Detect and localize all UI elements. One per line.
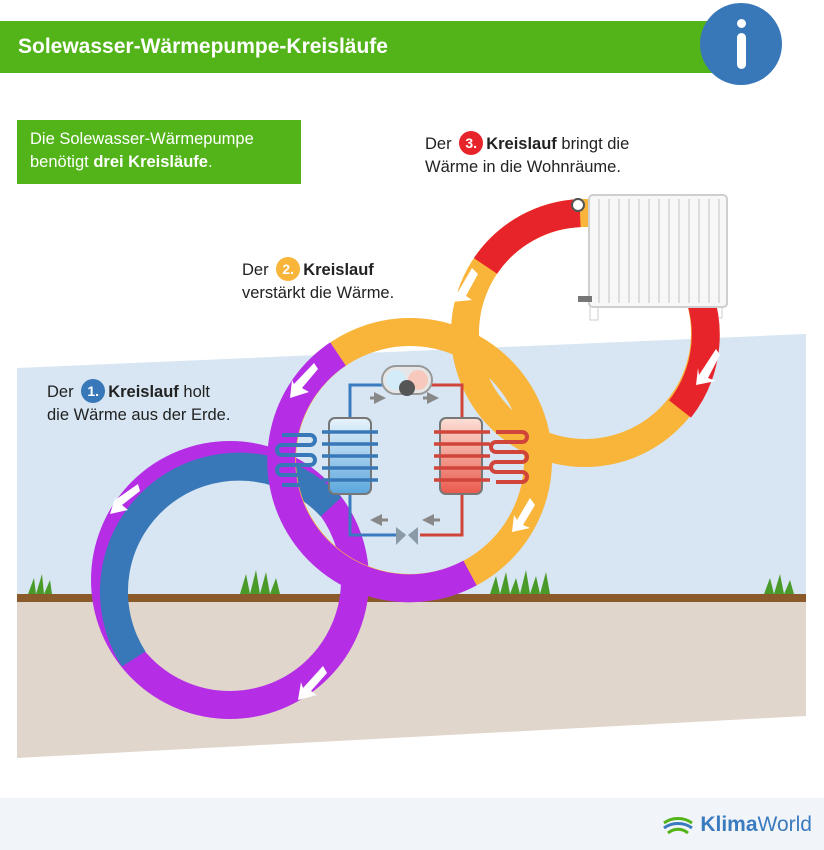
flow-arrows bbox=[110, 268, 720, 700]
caption-3-line2: Wärme in die Wohnräume. bbox=[425, 158, 621, 176]
caption-1-bold: Kreislauf bbox=[108, 383, 179, 401]
circuit-1-badge: 1. bbox=[81, 379, 106, 403]
refrigerant-loop bbox=[348, 383, 464, 537]
evaporator-icon bbox=[275, 417, 378, 495]
caption-2-bold: Kreislauf bbox=[303, 261, 374, 279]
circuit-3-badge: 3. bbox=[459, 131, 484, 155]
compressor-icon bbox=[381, 365, 433, 396]
logo-text: KlimaWorld bbox=[700, 813, 812, 837]
radiator-front bbox=[571, 194, 728, 308]
title-bar: Solewasser-Wärmepumpe-Kreisläufe bbox=[0, 21, 720, 73]
caption-3-pre: Der bbox=[425, 135, 452, 153]
soil-area bbox=[17, 600, 806, 758]
circuit-2-ring bbox=[267, 318, 552, 603]
sky-band bbox=[17, 334, 806, 596]
refrigerant-flow-arrows bbox=[370, 392, 440, 526]
caption-circuit-2: Der 2.Kreislauf verstärkt die Wärme. bbox=[242, 257, 394, 305]
expansion-valve-icon bbox=[396, 527, 418, 545]
info-icon[interactable] bbox=[700, 3, 782, 85]
caption-3-bold: Kreislauf bbox=[486, 135, 557, 153]
caption-2-pre: Der bbox=[242, 261, 269, 279]
caption-circuit-1: Der 1.Kreislauf holt die Wärme aus der E… bbox=[47, 379, 230, 427]
intro-line-1: Die Solewasser-Wärmepumpe bbox=[30, 130, 254, 148]
caption-2-line2: verstärkt die Wärme. bbox=[242, 284, 395, 302]
intro-line-2-bold: drei Kreisläufe bbox=[93, 153, 208, 171]
info-icon-stem bbox=[737, 33, 746, 69]
caption-3-post: bringt die bbox=[561, 135, 630, 153]
footer: KlimaWorld bbox=[0, 798, 824, 850]
intro-line-2-pre: benötigt bbox=[30, 153, 94, 171]
info-icon-dot bbox=[737, 19, 746, 28]
intro-line-2-post: . bbox=[207, 153, 213, 171]
klimaworld-logo[interactable]: KlimaWorld bbox=[662, 812, 812, 838]
circuit-2-badge: 2. bbox=[276, 257, 301, 281]
caption-1-post: holt bbox=[183, 383, 210, 401]
intro-note: Die Solewasser-Wärmepumpe benötigt drei … bbox=[17, 120, 301, 184]
caption-1-line2: die Wärme aus der Erde. bbox=[47, 406, 231, 424]
logo-text-part-2: World bbox=[757, 813, 812, 836]
caption-1-pre: Der bbox=[47, 383, 74, 401]
caption-circuit-3: Der 3.Kreislauf bringt die Wärme in die … bbox=[425, 131, 629, 179]
condenser-icon bbox=[434, 417, 529, 495]
logo-text-part-1: Klima bbox=[700, 813, 758, 836]
klimaworld-logo-icon bbox=[663, 817, 694, 835]
page-title: Solewasser-Wärmepumpe-Kreisläufe bbox=[18, 35, 388, 58]
